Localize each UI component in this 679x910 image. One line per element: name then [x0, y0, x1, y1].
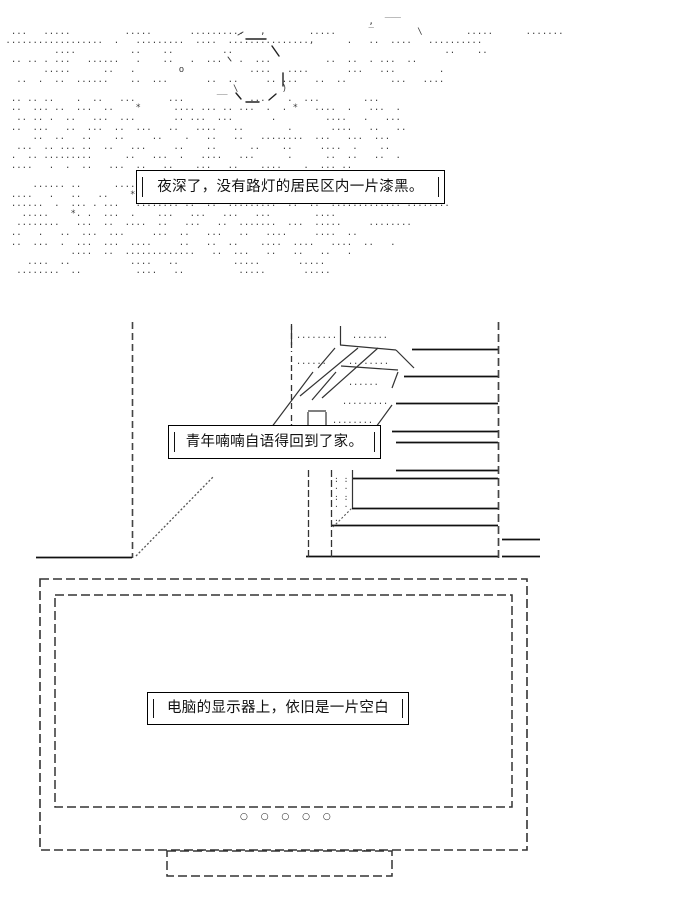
svg-text:. .: . .	[334, 500, 348, 509]
building-floor-slabs	[306, 348, 498, 558]
svg-text:........: ........	[348, 357, 389, 367]
dialogue-box-1[interactable]: 夜深了，没有路灯的居民区内一片漆黑。	[136, 170, 445, 204]
dialogue-box-3[interactable]: 电脑的显示器上，依旧是一片空白	[147, 692, 409, 725]
dialogue-right-bar	[402, 699, 403, 718]
svg-text:: :: : :	[334, 493, 348, 502]
dialogue-left-bar	[153, 699, 154, 718]
svg-text:......: ......	[348, 378, 379, 388]
svg-text:.......: .......	[352, 331, 388, 341]
dialogue-left-bar	[142, 177, 143, 197]
dialogue-right-bar	[374, 432, 375, 452]
moon-icon	[235, 38, 284, 103]
svg-text:. .: . .	[334, 482, 348, 491]
svg-text:........: ........	[332, 416, 373, 426]
svg-text:: :: : :	[334, 475, 348, 484]
dialogue-text-2: 青年喃喃自语得回到了家。	[185, 433, 364, 450]
building-lower-windows: : : . . : : . . .	[334, 475, 348, 523]
monitor-indicator-dots: ○ ○ ○ ○ ○	[240, 812, 336, 822]
building-roof-windows: ........ ....... ...... ........ ...... …	[296, 331, 389, 426]
dialogue-right-bar	[438, 177, 439, 197]
svg-text:.: .	[334, 514, 339, 523]
monitor-bezel	[39, 578, 528, 851]
dialogue-box-2[interactable]: 青年喃喃自语得回到了家。	[168, 425, 381, 459]
road-diagonal	[135, 475, 215, 557]
dialogue-left-bar	[174, 432, 175, 452]
svg-text:........: ........	[296, 331, 337, 341]
svg-text:......: ......	[296, 357, 327, 367]
svg-text:.........: .........	[342, 397, 388, 407]
dialogue-text-3: 电脑的显示器上，依旧是一片空白	[167, 700, 389, 717]
dialogue-text-1: 夜深了，没有路灯的居民区内一片漆黑。	[157, 178, 424, 195]
building-annex	[502, 538, 540, 558]
monitor-base	[166, 850, 393, 877]
